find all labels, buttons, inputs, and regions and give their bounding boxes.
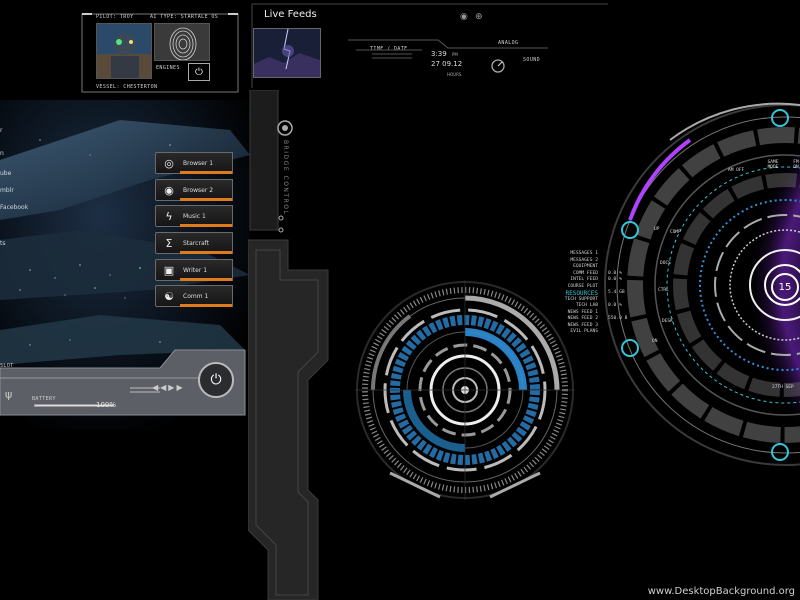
engines-label: ENGINES [156, 65, 180, 71]
orb-docs[interactable]: DOCS [660, 261, 671, 266]
system-list-value: 550.0 B [608, 316, 628, 321]
menu-label: Starcraft [183, 239, 209, 247]
radar-widget[interactable] [350, 275, 580, 505]
pilot-panel: PILOT: TROY AI TYPE: STARTALE OS ENGINES… [80, 8, 240, 98]
system-list-item[interactable]: NEWS FEED 1 [567, 309, 598, 315]
side-link[interactable]: ube [0, 170, 12, 177]
system-list-item[interactable]: MESSAGES 2 [570, 257, 598, 263]
ai-type-label: AI TYPE: STARTALE OS [150, 14, 219, 20]
live-feeds-frame [251, 3, 608, 88]
pilot-avatar [96, 23, 152, 79]
clock-hours-label: HOURS [447, 72, 462, 77]
menu-label: Comm 1 [183, 292, 209, 300]
battery-value: 100% [96, 401, 117, 409]
orb-on[interactable]: ON [652, 339, 658, 344]
time-date-title: TIME / DATE [370, 46, 408, 52]
usb-icon: ψ [5, 388, 13, 401]
menu-starcraft[interactable]: Σ Starcraft [155, 232, 233, 254]
orb-desk[interactable]: DESK [662, 319, 673, 324]
system-list-item[interactable]: TECH SUPPORT [564, 296, 598, 302]
system-list-item[interactable]: COURSE PLOT [567, 283, 598, 289]
side-link[interactable]: ts [0, 240, 6, 247]
system-list-item[interactable]: RESOURCES [565, 290, 598, 297]
pilot-panel-frame [81, 13, 239, 93]
orb-up[interactable]: UP [654, 227, 660, 232]
menu-label: Browser 2 [183, 186, 214, 194]
menu-music-1[interactable]: ϟ Music 1 [155, 205, 233, 227]
system-list-item[interactable]: MESSAGES 1 [570, 251, 598, 256]
clock-lines [356, 49, 422, 59]
slot-label: SLOT [0, 363, 14, 369]
analog-tag: ANALOG [498, 40, 519, 46]
system-list-value: 0.0 % [608, 277, 622, 282]
watermark: www.DesktopBackground.org [644, 585, 798, 598]
system-list-item[interactable]: TECH LAB [575, 303, 598, 308]
side-link[interactable]: n [0, 150, 4, 157]
system-list-item[interactable]: EQUIPMENT [573, 264, 598, 269]
live-feed-thumbnail[interactable] [253, 28, 321, 78]
orb-comp[interactable]: COMP [670, 230, 681, 235]
orb-date-label: 27TH SEP [772, 385, 794, 390]
system-list-value: 5.4 GB [608, 290, 625, 295]
engine-power-icon[interactable]: ⏻ [188, 63, 210, 81]
add-feed-icon[interactable]: ⊕ [475, 12, 483, 22]
bridge-control-strip [248, 90, 329, 600]
writer-icon: ▣ [163, 263, 175, 277]
orb-am-off[interactable]: AM OFF [728, 168, 745, 173]
sound-label: SOUND [523, 57, 541, 63]
orb-center-value[interactable]: 15 [771, 273, 799, 301]
side-link[interactable]: mblr [0, 187, 14, 194]
clock-time: 3:39 [431, 50, 447, 58]
menu-label: Browser 1 [183, 159, 214, 167]
orb-ctrl[interactable]: CTRL [658, 288, 669, 293]
settings-icon[interactable]: ◉ [460, 12, 468, 22]
orb-game-mode[interactable]: GAME MODE [767, 160, 779, 170]
menu-browser-2[interactable]: ◉ Browser 2 [155, 179, 233, 201]
live-feeds-title: Live Feeds [264, 9, 317, 20]
system-list-value: 0.0 % [608, 270, 622, 276]
clock-time-suffix: PM [452, 52, 458, 57]
system-list-item[interactable]: NEWS FEED 3 [567, 322, 598, 328]
chrome-icon: ◎ [164, 156, 174, 170]
side-link-facebook[interactable]: Facebook [0, 204, 29, 211]
menu-label: Music 1 [183, 212, 206, 220]
system-list-item[interactable]: COMM FEED [573, 270, 598, 276]
menu-browser-1[interactable]: ◎ Browser 1 [155, 152, 233, 174]
menu-comm-1[interactable]: ☯ Comm 1 [155, 285, 233, 307]
battery-label: BATTERY [32, 396, 56, 402]
orb-fm-on[interactable]: FM ON [793, 160, 799, 170]
menu-label: Writer 1 [183, 266, 208, 274]
media-panel [0, 349, 246, 416]
analog-dial-icon[interactable] [488, 56, 508, 76]
battery-bar [34, 404, 114, 407]
firefox-icon: ◉ [164, 183, 174, 197]
clock-date: 27 09.12 [431, 60, 463, 68]
media-controls-icon[interactable]: ◀◀▶▶ [152, 383, 185, 392]
fingerprint-scanner [154, 23, 210, 61]
menu-writer-1[interactable]: ▣ Writer 1 [155, 259, 233, 281]
system-list-item[interactable]: INTEL FEED [570, 277, 598, 282]
yinyang-icon: ☯ [164, 289, 174, 303]
power-button[interactable]: ⏻ [198, 362, 234, 398]
system-list-item[interactable]: NEWS FEED 2 [567, 316, 598, 321]
bridge-control-label: BRIDGE CONTROL [282, 140, 289, 216]
music-icon: ϟ [165, 209, 173, 223]
side-link[interactable]: r [0, 127, 3, 134]
orb-widget[interactable] [600, 100, 800, 500]
vessel-label: VESSEL: CHESTERTON [96, 84, 158, 90]
starcraft-icon: Σ [165, 236, 173, 250]
system-list-item[interactable]: EVIL PLANS [570, 329, 598, 334]
system-list-value: 0.0 % [608, 303, 622, 308]
pilot-label: PILOT: TROY [96, 14, 134, 20]
